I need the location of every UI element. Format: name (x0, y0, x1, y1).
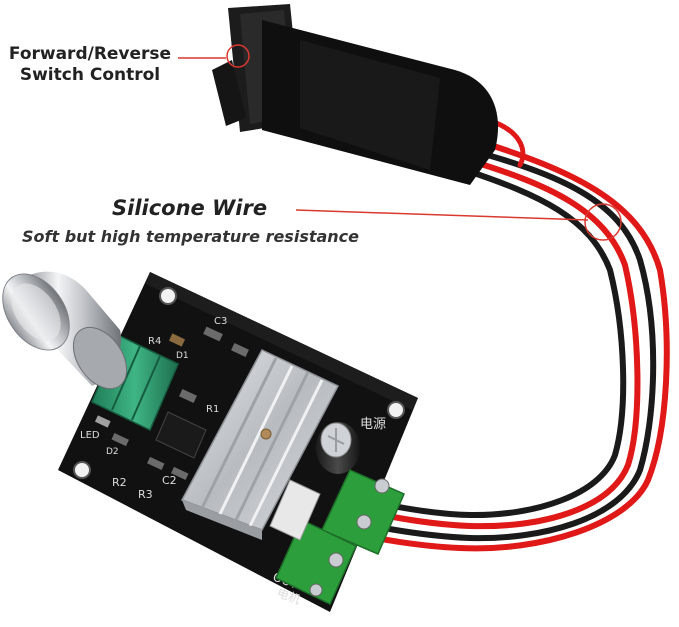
board-label-r3: R3 (138, 488, 153, 501)
switch-callout-line1: Forward/Reverse (8, 44, 172, 64)
switch-callout-label: Forward/Reverse Switch Control (2, 44, 178, 86)
wire-callout-subtitle: Soft but high temperature resistance (22, 227, 360, 246)
board-label-r4: R4 (148, 336, 161, 347)
board-label-r2: R2 (112, 476, 127, 489)
board-label-r1: R1 (206, 404, 219, 415)
speed-control-knob (2, 271, 128, 390)
silicone-wire-harness (312, 117, 670, 552)
board-label-c2: C2 (162, 474, 177, 487)
board-label-d2: D2 (106, 447, 119, 457)
board-label-c3: C3 (214, 316, 227, 327)
wire-callout (295, 203, 622, 241)
switch-callout-line2: Switch Control (19, 65, 161, 85)
electrolytic-capacitor (316, 422, 360, 474)
switch-callout (178, 44, 250, 68)
wire-callout-title: Silicone Wire (112, 196, 268, 220)
board-label-d1: D1 (176, 351, 189, 361)
terminal-white-header (269, 479, 321, 541)
forward-reverse-switch (212, 4, 499, 185)
board-label-led: LED (80, 430, 100, 441)
motor-terminal-block (275, 518, 357, 606)
power-terminal-block (320, 469, 405, 555)
board-label-power: 电源 (360, 417, 386, 432)
aluminum-heatsink (180, 349, 340, 540)
